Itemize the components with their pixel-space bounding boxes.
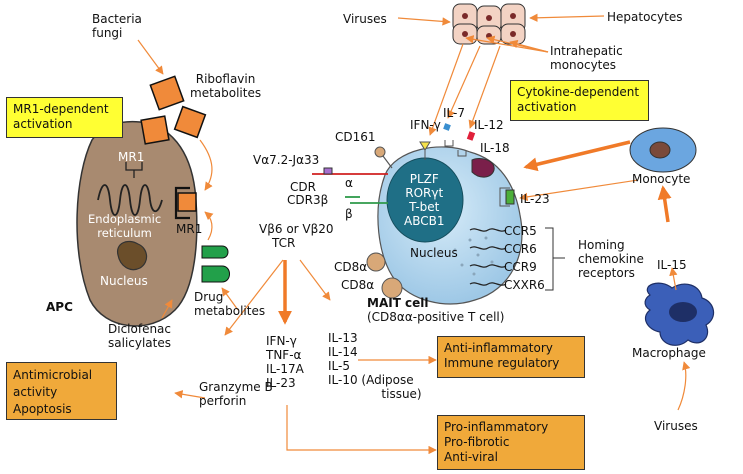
label-il7: IL-7	[443, 106, 465, 120]
label-intrahepatic: Intrahepatic monocytes	[550, 44, 623, 72]
hepatocytes-cluster	[452, 3, 526, 45]
mait-cell	[312, 123, 565, 305]
riboflavin-squares	[140, 75, 207, 145]
box-antimicrobial: Antimicrobial activity Apoptosis	[6, 362, 117, 420]
label-diclofenac: Diclofenac salicylates	[108, 322, 172, 350]
label-homing: Homing chemokine receptors	[578, 238, 644, 280]
box-cytokine-dependent: Cytokine-dependent activation	[510, 80, 649, 121]
label-mr1-top: MR1	[118, 150, 145, 164]
label-nucleus-mait: Nucleus	[410, 246, 458, 260]
label-nucleus-apc: Nucleus	[100, 274, 148, 288]
label-anti-cytokines: IL-13 IL-14 IL-5 IL-10 (Adipose tissue)	[328, 331, 422, 401]
label-cdr: CDR	[290, 180, 316, 194]
label-il15: IL-15	[657, 258, 687, 272]
label-alpha: α	[345, 176, 353, 190]
arrows	[137, 13, 691, 455]
label-cdr3b: CDR3β	[287, 193, 329, 207]
label-ccr6: CCR6	[504, 242, 537, 256]
label-va: Vα7.2-Jα33	[253, 153, 320, 167]
label-tcr: TCR	[272, 236, 296, 250]
macrophage-cell	[644, 282, 715, 346]
box-pro-inflammatory: Pro-inflammatory Pro-fibrotic Anti-viral	[437, 415, 585, 470]
label-drug-metabolites: Drug metabolites	[194, 290, 266, 318]
label-mait-sub: (CD8αα-positive T cell)	[367, 310, 505, 324]
monocyte-cell	[629, 127, 697, 173]
label-monocyte: Monocyte	[632, 172, 691, 186]
label-macrophage: Macrophage	[632, 346, 706, 360]
label-il18: IL-18	[480, 141, 510, 155]
label-transcription-factors: PLZF RORγt T-bet ABCB1	[404, 172, 445, 228]
label-pro-cytokines: IFN-γ TNF-α IL-17A IL-23	[266, 334, 304, 390]
label-hepatocytes: Hepatocytes	[607, 10, 683, 24]
label-viruses-top: Viruses	[343, 12, 387, 26]
label-viruses-bottom: Viruses	[654, 419, 698, 433]
box-mr1-dependent: MR1-dependent activation	[6, 97, 123, 138]
label-ccr5: CCR5	[504, 224, 537, 238]
box-anti-inflammatory: Anti-inflammatory Immune regulatory	[437, 336, 585, 378]
label-mr1-right: MR1	[176, 222, 203, 236]
label-endoplasmic: Endoplasmic reticulum	[88, 212, 162, 240]
thick-arrows	[278, 140, 672, 325]
label-mait-cell: MAIT cell	[367, 296, 429, 310]
label-riboflavin: Riboflavin metabolites	[190, 72, 262, 100]
label-cd161: CD161	[335, 130, 376, 144]
label-cxxr6: CXXR6	[504, 278, 545, 292]
drug-metabolite-shapes	[201, 245, 230, 283]
label-bacteria-fungi: Bacteria fungi	[92, 12, 142, 40]
label-ccr9: CCR9	[504, 260, 537, 274]
label-il23-right: IL-23	[520, 192, 550, 206]
label-vb: Vβ6 or Vβ20	[259, 222, 334, 236]
apc-cell	[76, 120, 198, 327]
label-beta: β	[345, 207, 353, 221]
label-il12: IL-12	[474, 118, 504, 132]
label-cd8a-2: CD8α	[341, 278, 375, 292]
label-cd8a-1: CD8α	[334, 260, 368, 274]
label-granzyme: Granzyme B perforin	[199, 380, 273, 408]
label-ifn-top: IFN-γ	[410, 118, 441, 132]
label-apc: APC	[46, 300, 73, 314]
